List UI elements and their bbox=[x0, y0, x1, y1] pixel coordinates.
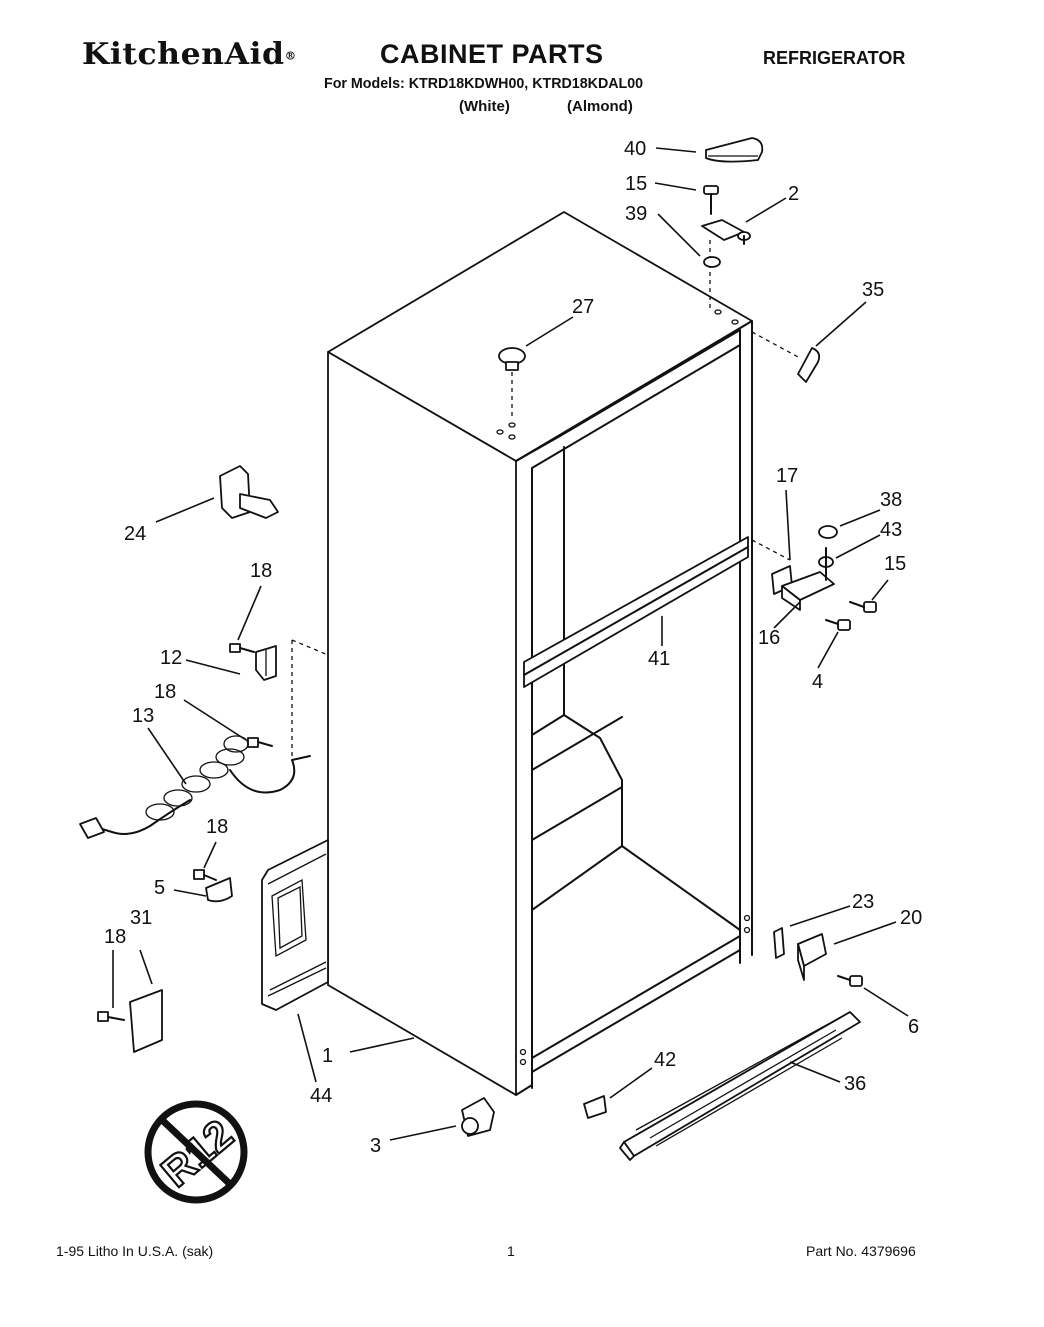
page-title: CABINET PARTS bbox=[380, 39, 604, 69]
part-42-grille-clip bbox=[583, 1095, 607, 1119]
part-4-screw bbox=[825, 619, 851, 631]
callout-label: 1 bbox=[322, 1045, 333, 1067]
part-5-cord-clamp bbox=[205, 877, 233, 903]
callout-label: 36 bbox=[844, 1073, 866, 1095]
callout-label: 18 bbox=[250, 560, 272, 582]
part-39-hinge-shim bbox=[703, 256, 721, 268]
part-16-center-hinge bbox=[781, 571, 835, 611]
callout-label: 2 bbox=[788, 183, 799, 205]
part-40-hinge-cover bbox=[705, 137, 764, 163]
part-18-screw-c bbox=[193, 869, 217, 881]
callout-label: 35 bbox=[862, 279, 884, 301]
callout-label: 31 bbox=[130, 907, 152, 929]
callout-labels: 40 15 2 39 35 27 17 38 43 15 24 18 12 41… bbox=[104, 138, 922, 1157]
part-6-screw bbox=[837, 975, 863, 987]
callout-label: 5 bbox=[154, 877, 165, 899]
callout-label: 42 bbox=[654, 1049, 676, 1071]
callout-label: 6 bbox=[908, 1016, 919, 1038]
callout-label: 3 bbox=[370, 1135, 381, 1157]
part-43-hinge-pin bbox=[818, 547, 834, 581]
part-15-screw-b bbox=[849, 601, 877, 613]
callout-label: 13 bbox=[132, 705, 154, 727]
part-24-door-stop bbox=[219, 465, 279, 519]
footer-print-info: 1-95 Litho In U.S.A. (sak) bbox=[56, 1243, 214, 1259]
callout-label: 15 bbox=[625, 173, 647, 195]
part-27-plug-button bbox=[498, 347, 526, 371]
part-15-screw bbox=[703, 185, 719, 215]
part-12-bracket bbox=[255, 645, 277, 681]
part-35-cap bbox=[797, 347, 821, 383]
part-3-roller-assembly bbox=[461, 1097, 495, 1137]
brand-logo: KitchenAid® bbox=[82, 37, 297, 72]
part-2-top-hinge bbox=[701, 219, 751, 245]
callout-label: 38 bbox=[880, 489, 902, 511]
no-r12-refrigerant-icon: R12 bbox=[144, 1100, 248, 1204]
part-23-bottom-hinge-shim bbox=[773, 927, 785, 959]
part-18-screw-d bbox=[97, 1011, 125, 1022]
callout-label: 40 bbox=[624, 138, 646, 160]
variant-almond-label: (Almond) bbox=[567, 98, 633, 115]
part-38-washer bbox=[818, 525, 838, 539]
part-18-screw-b bbox=[247, 737, 273, 748]
part-13-power-cord bbox=[79, 735, 311, 839]
callout-label: 20 bbox=[900, 907, 922, 929]
callout-label: 41 bbox=[648, 648, 670, 670]
callout-label: 15 bbox=[884, 553, 906, 575]
callout-label: 23 bbox=[852, 891, 874, 913]
callout-arrows bbox=[112, 147, 909, 1141]
callout-label: 16 bbox=[758, 627, 780, 649]
callout-label: 43 bbox=[880, 519, 902, 541]
part-44-access-panel bbox=[261, 839, 329, 1011]
part-31-cover bbox=[129, 989, 163, 1053]
footer-page-number: 1 bbox=[507, 1243, 515, 1259]
part-20-bottom-hinge bbox=[797, 933, 827, 981]
callout-label: 12 bbox=[160, 647, 182, 669]
appliance-category: REFRIGERATOR bbox=[763, 48, 906, 68]
variant-white-label: (White) bbox=[459, 98, 510, 115]
callout-label: 18 bbox=[206, 816, 228, 838]
callout-label: 39 bbox=[625, 203, 647, 225]
callout-label: 17 bbox=[776, 465, 798, 487]
callout-label: 24 bbox=[124, 523, 146, 545]
brand-name: KitchenAid bbox=[82, 37, 285, 72]
callout-label: 4 bbox=[812, 671, 823, 693]
part-18-screw-a bbox=[229, 643, 255, 653]
callout-label: 44 bbox=[310, 1085, 332, 1107]
model-numbers: For Models: KTRD18KDWH00, KTRD18KDAL00 bbox=[324, 75, 644, 92]
refrigerator-cabinet bbox=[327, 211, 753, 1096]
callout-label: 18 bbox=[154, 681, 176, 703]
callout-label: 27 bbox=[572, 296, 594, 318]
registered-mark: ® bbox=[284, 49, 297, 63]
callout-label: 18 bbox=[104, 926, 126, 948]
part-36-toe-grille bbox=[619, 1011, 861, 1161]
footer-part-number: Part No. 4379696 bbox=[806, 1243, 916, 1259]
